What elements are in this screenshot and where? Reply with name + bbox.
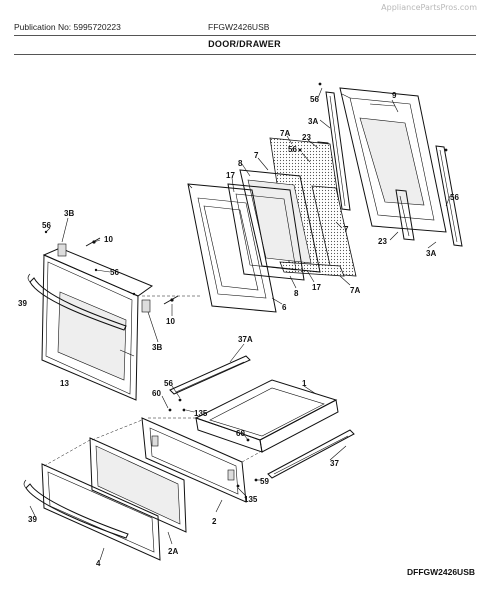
callout-1: 1 xyxy=(302,379,307,388)
callout-37a: 37A xyxy=(238,335,253,344)
callout-2a: 2A xyxy=(168,547,178,556)
callout-59: 59 xyxy=(260,477,269,486)
door-frame xyxy=(187,183,277,313)
callout-6: 6 xyxy=(282,303,287,312)
drawer-front-panel xyxy=(89,437,187,533)
side-trim-left xyxy=(325,91,351,211)
callout-3b-bot: 3B xyxy=(152,343,162,352)
insulation-strip-right xyxy=(311,185,357,277)
drawer-front-inner xyxy=(141,417,247,503)
glass-pack xyxy=(227,169,321,281)
callout-8-bot: 8 xyxy=(294,289,299,298)
drawer-slide-right xyxy=(267,429,355,479)
callout-56-left: 56 xyxy=(42,221,51,230)
callout-9: 9 xyxy=(392,91,397,100)
callout-3b-top: 3B xyxy=(64,209,74,218)
publication-number: Publication No: 5995720223 xyxy=(14,22,121,32)
callout-7a-bot: 7A xyxy=(350,286,360,295)
callout-17-bot: 17 xyxy=(312,283,321,292)
callout-23-top: 23 xyxy=(302,133,311,142)
callout-23-bot: 23 xyxy=(378,237,387,246)
door-handle xyxy=(27,273,127,331)
drawer-handle xyxy=(23,479,129,539)
callout-39-drawer: 39 xyxy=(28,515,37,524)
callout-10-top: 10 xyxy=(104,235,113,244)
callout-10-bot: 10 xyxy=(166,317,175,326)
callout-56-top: 56 xyxy=(310,95,319,104)
callout-7-left: 7 xyxy=(254,151,259,160)
callout-4: 4 xyxy=(96,559,101,568)
diagram-code: DFFGW2426USB xyxy=(406,567,475,577)
callout-labels: 56 9 3A 7A 23 56 7 8 17 7 56 23 3A 8 17 … xyxy=(18,91,459,568)
callout-leader-lines xyxy=(29,87,451,561)
drawer-body xyxy=(194,379,339,453)
callout-56-door: 56 xyxy=(110,268,119,277)
callout-2: 2 xyxy=(212,517,217,526)
callout-39-door: 39 xyxy=(18,299,27,308)
callout-7-right: 7 xyxy=(344,225,349,234)
callout-56-mid: 56 xyxy=(288,145,297,154)
callout-3a-bot: 3A xyxy=(426,249,436,258)
callout-56-right: 56 xyxy=(450,193,459,202)
fastener-screws xyxy=(168,82,448,488)
callout-17-top: 17 xyxy=(226,171,235,180)
drawer-slide-left xyxy=(169,355,251,395)
side-trim-right xyxy=(435,145,463,247)
callout-135-top: 135 xyxy=(194,409,208,418)
callout-8-top: 8 xyxy=(238,159,243,168)
callout-60-right: 60 xyxy=(236,429,245,438)
callout-37: 37 xyxy=(330,459,339,468)
callout-135-bot: 135 xyxy=(244,495,258,504)
outer-door-panel xyxy=(41,247,154,401)
model-number: FFGW2426USB xyxy=(208,22,270,32)
header-rule-top xyxy=(14,35,476,36)
inner-door-liner xyxy=(339,87,447,233)
section-title: DOOR/DRAWER xyxy=(208,39,281,49)
drawer-outer-panel xyxy=(41,463,161,561)
header-rule-bottom xyxy=(14,54,476,55)
callout-3a-top: 3A xyxy=(308,117,318,126)
assembly-guide-lines xyxy=(43,295,261,467)
watermark: AppliancePartsPros.com xyxy=(381,3,477,12)
callout-7a-top: 7A xyxy=(280,129,290,138)
callout-60-left: 60 xyxy=(152,389,161,398)
callout-13: 13 xyxy=(60,379,69,388)
hinge-bottom xyxy=(395,189,415,241)
callout-56-drawer: 56 xyxy=(164,379,173,388)
